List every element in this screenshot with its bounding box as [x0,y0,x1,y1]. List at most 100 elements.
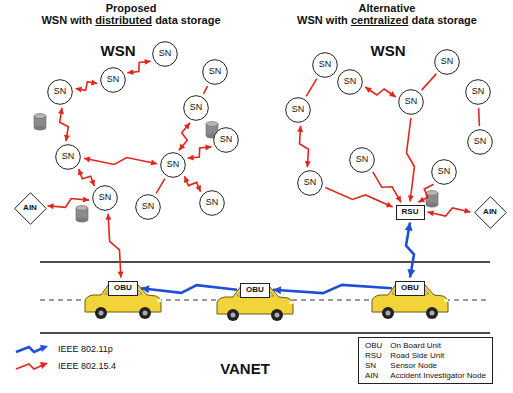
sensor-node-circle: SN [92,185,118,211]
node-label: SN [142,202,155,212]
wave-link [405,223,416,278]
node-label: SN [356,155,369,165]
sensor-node-circle: SN [183,95,209,121]
cloud-label: WSN [101,42,136,59]
cloud-heading: Proposed WSN with distributed data stora… [41,2,220,26]
radio-link [306,79,317,97]
radio-link [106,214,124,278]
radio-link [428,208,471,216]
radio-link [422,74,437,90]
radio-link [418,184,433,202]
key-abbreviation: OBU [365,341,382,350]
sensor-node-circle: SN [47,79,73,105]
node-label: SN [167,160,180,170]
radio-link [48,197,90,210]
unit-box: OBU [395,281,425,296]
wave-link [273,285,392,294]
node-label: SN [190,103,203,113]
node-label: SN [472,87,485,97]
key-meaning: Sensor Node [390,361,486,370]
sensor-node-circle: SN [431,159,457,185]
radio-link [365,87,396,97]
legend-label: IEEE 802.15.4 [58,361,116,371]
radio-link [78,169,95,186]
radio-link [76,80,98,93]
node-label: OBU [246,286,264,295]
sensor-node-circle: SN [100,67,126,93]
sensor-node-circle: SN [135,194,161,220]
node-label: OBU [401,284,419,293]
cloud-heading: Alternative WSN with centralized data st… [297,2,477,26]
radio-link [127,59,150,75]
radio-link [156,179,165,194]
legend-row: IEEE 802.11p [14,342,113,356]
sensor-node-circle: SN [465,79,491,105]
legend-row: IEEE 802.15.4 [14,359,116,373]
node-label: SN [304,178,317,188]
radio-link [58,108,70,141]
node-label: AIN [483,208,497,217]
node-label: SN [292,105,305,115]
node-label: SN [438,167,451,177]
key-abbreviation: SN [365,361,382,370]
key-meaning: Road Side Unit [390,351,486,360]
key-abbreviation: RSU [365,351,382,360]
radio-link [478,108,480,126]
node-label: SN [54,87,67,97]
legend-label: IEEE 802.11p [58,344,113,354]
sensor-node-circle: SN [312,52,338,78]
sensor-node-circle: SN [160,152,186,178]
key-meaning: On Board Unit [390,341,486,350]
node-label: SN [159,49,172,59]
investigator-diamond: AIN [474,196,507,229]
sensor-node-circle: SN [434,49,460,75]
cloud-label: VANET [220,360,270,377]
sensor-node-circle: SN [398,89,424,115]
radio-link [179,123,190,150]
network-cloud: Proposed WSN with distributed data stora… [0,0,262,248]
node-label: AIN [23,204,37,213]
radio-link [188,144,212,160]
sensor-node-circle: SN [467,129,493,155]
investigator-diamond: AIN [14,192,47,225]
network-cloud: Alternative WSN with centralized data st… [262,0,513,248]
legend-swatch [14,342,50,356]
node-label: SN [344,77,357,87]
node-label: RSU [402,208,419,217]
radio-link [84,157,157,166]
wave-link [141,285,237,293]
unit-box: OBU [240,283,270,298]
sensor-node-circle: SN [202,59,228,85]
key-abbreviation: AIN [365,371,382,380]
radio-link [407,118,415,202]
radio-link [373,172,401,203]
node-label: SN [209,67,222,77]
legend-swatch [14,359,50,373]
sensor-node-circle: SN [152,41,178,67]
sensor-node-circle: SN [199,190,225,216]
sensor-node-circle: SN [349,147,375,173]
node-label: SN [441,57,454,67]
sensor-node-circle: SN [213,127,239,153]
sensor-node-circle: SN [55,144,81,170]
unit-box: RSU [396,205,425,220]
node-label: SN [405,97,418,107]
node-label: SN [99,193,112,203]
radio-link [204,86,208,94]
radio-link [184,176,201,192]
node-label: SN [220,135,233,145]
node-label: OBU [114,284,132,293]
node-label: SN [474,137,487,147]
sensor-node-circle: SN [337,69,363,95]
node-label: SN [206,198,219,208]
sensor-node-circle: SN [297,170,323,196]
abbreviation-key: OBU On Board UnitRSU Road Side UnitSN Senso… [358,337,493,384]
radio-link [297,126,311,167]
key-meaning: Accident Investigator Node [390,371,486,380]
radio-link [325,188,392,208]
cloud-label: WSN [371,42,406,59]
node-label: SN [319,60,332,70]
node-label: SN [62,152,75,162]
node-label: SN [107,75,120,85]
